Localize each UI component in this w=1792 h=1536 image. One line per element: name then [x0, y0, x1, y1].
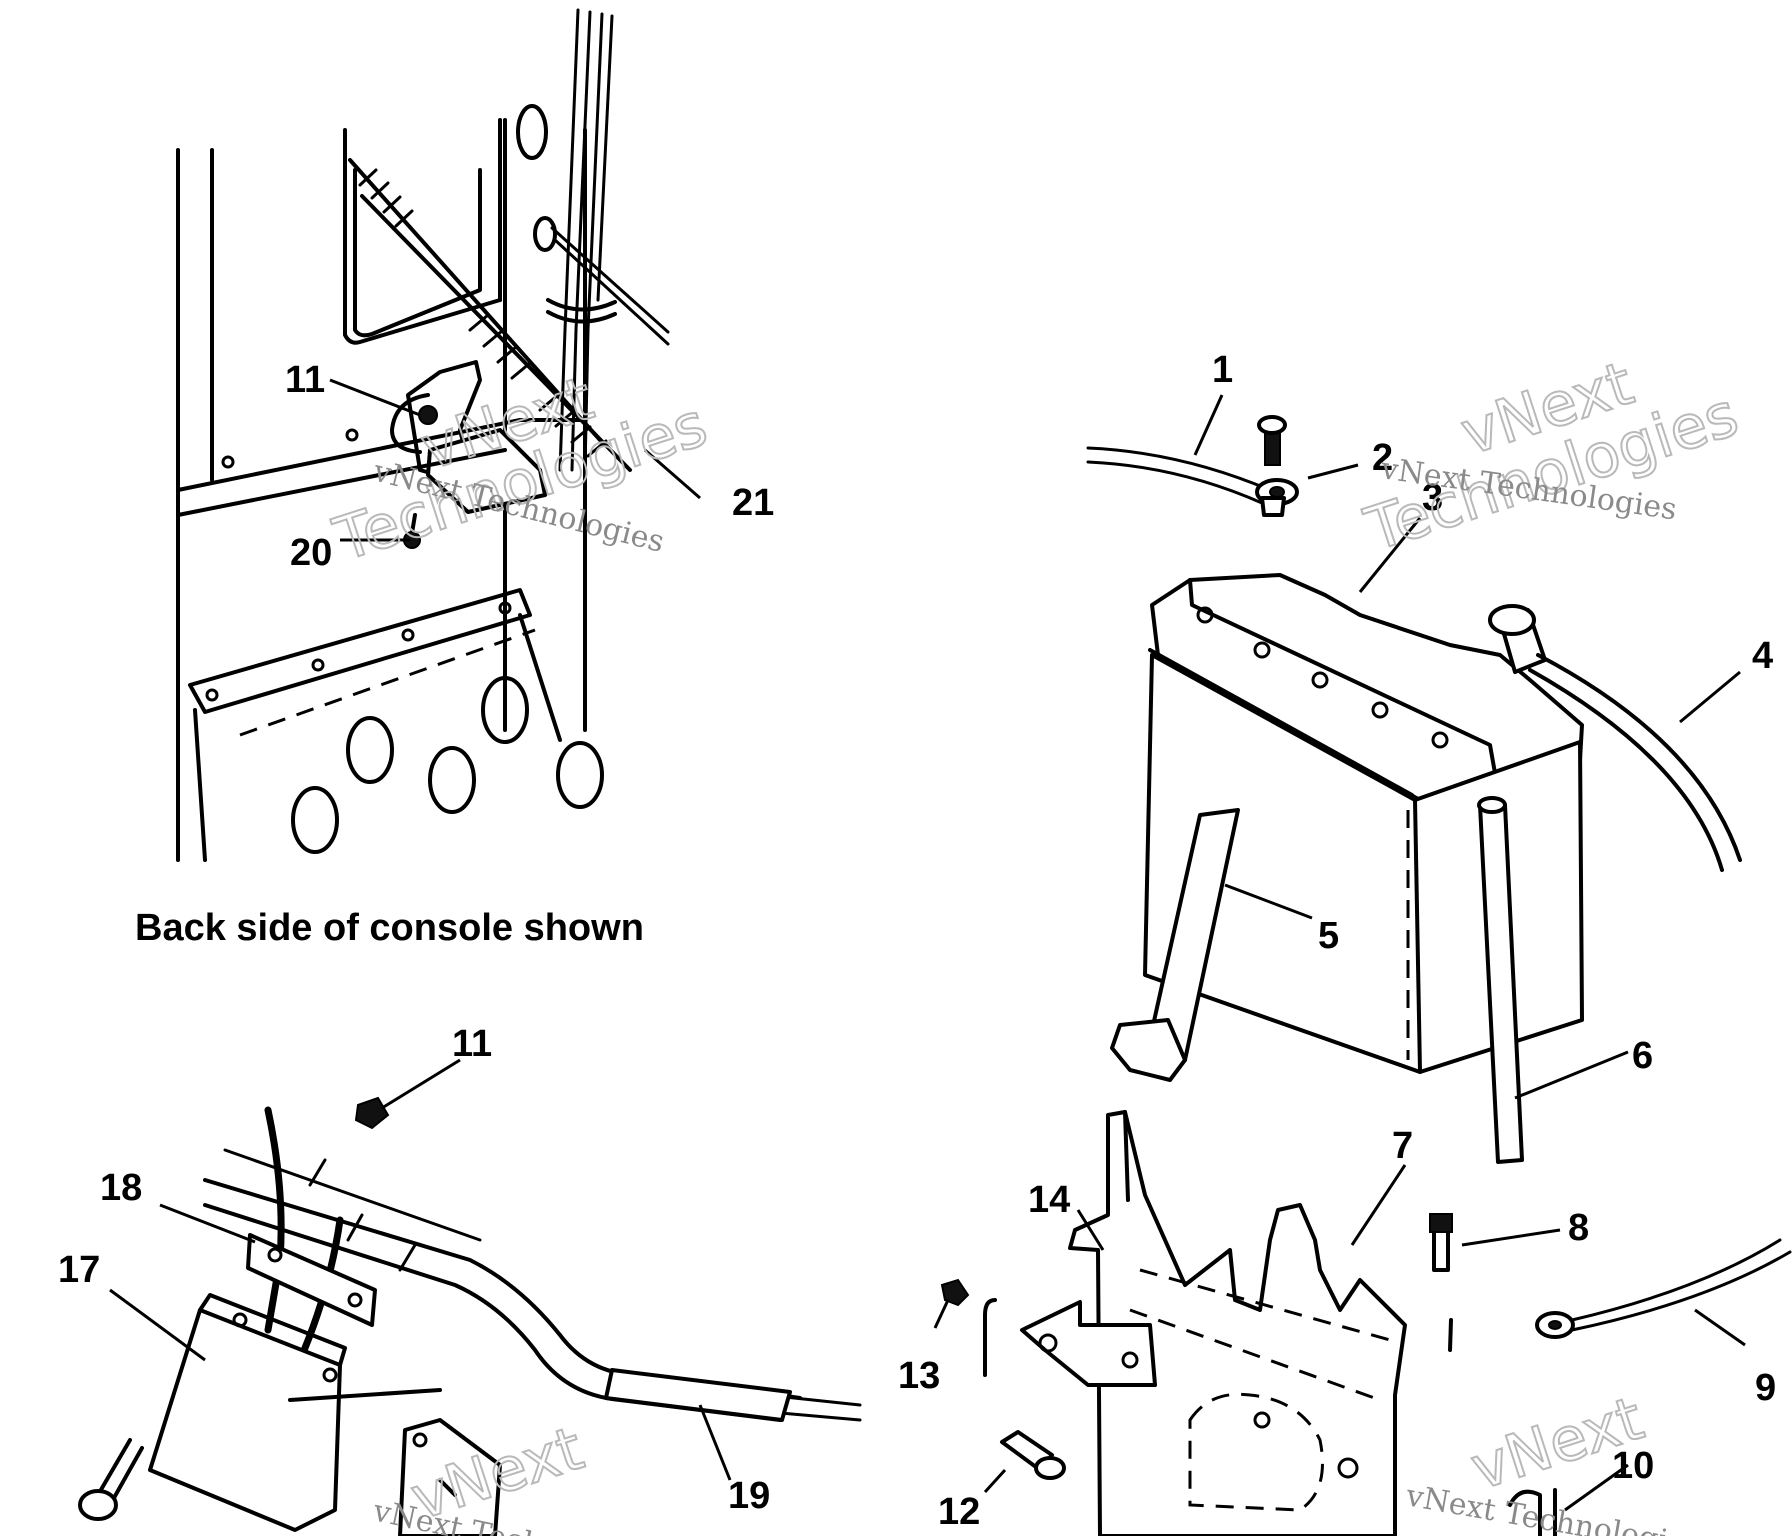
- callout-4: 4: [1752, 635, 1773, 677]
- callout-21: 21: [732, 482, 774, 524]
- callout-9: 9: [1755, 1367, 1776, 1409]
- callout-3: 3: [1422, 477, 1443, 519]
- callout-14: 14: [1028, 1179, 1070, 1221]
- callout-8: 8: [1568, 1207, 1589, 1249]
- callout-12: 12: [938, 1491, 980, 1533]
- callout-18: 18: [100, 1167, 142, 1209]
- callout-2: 2: [1372, 437, 1393, 479]
- callout-20: 20: [290, 532, 332, 574]
- callout-7: 7: [1392, 1125, 1413, 1167]
- console-back-view: [176, 8, 670, 862]
- callout-11-top: 11: [285, 359, 325, 401]
- view-caption: Back side of console shown: [135, 907, 644, 949]
- watermark-serif-4: vNext Technologies: [1403, 1478, 1704, 1536]
- callout-10: 10: [1612, 1445, 1654, 1487]
- callout-17: 17: [58, 1249, 100, 1291]
- callout-labels: 1 2 3 4 5 6 7 8 9 10 11 11 12 13 14 17 1…: [58, 349, 1776, 1533]
- callout-5: 5: [1318, 915, 1339, 957]
- callout-6: 6: [1632, 1035, 1653, 1077]
- callout-13: 13: [898, 1355, 940, 1397]
- relay-harness-view: [78, 1096, 862, 1536]
- callout-1: 1: [1212, 349, 1233, 391]
- callout-11-bottom: 11: [452, 1023, 492, 1065]
- battery-assembly-view: [940, 415, 1792, 1536]
- callout-19: 19: [728, 1475, 770, 1517]
- leader-lines: [109, 378, 1746, 1512]
